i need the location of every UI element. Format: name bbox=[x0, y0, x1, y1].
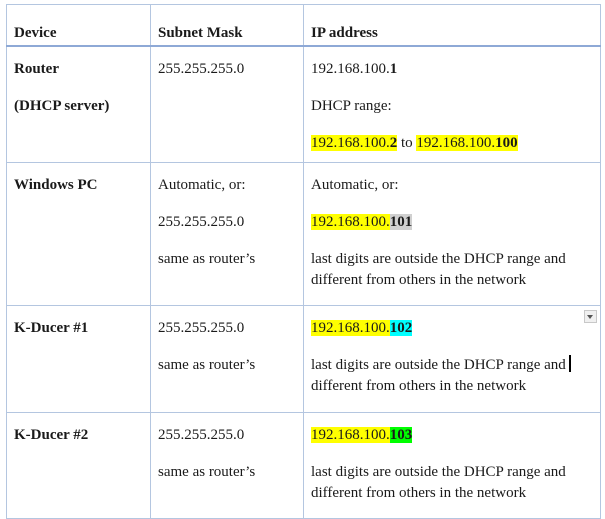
ip-suffix: 102 bbox=[389, 320, 413, 336]
subnet-cell[interactable]: 255.255.255.0 same as router’s bbox=[150, 412, 304, 519]
ip-prefix: 192.168.100. bbox=[311, 61, 390, 77]
subnet-note: same as router’s bbox=[158, 251, 256, 267]
table-header-row: Device Subnet Mask IP address bbox=[6, 4, 601, 47]
dhcp-range: 192.168.100.2 to 192.168.100.100 bbox=[311, 125, 593, 162]
device-name: Router bbox=[14, 61, 59, 77]
table-row-router: Router (DHCP server) 255.255.255.0 192.1… bbox=[6, 45, 601, 163]
header-subnet-mask[interactable]: Subnet Mask bbox=[150, 4, 304, 47]
ip-cell[interactable]: 192.168.100.1 DHCP range: 192.168.100.2 … bbox=[303, 45, 601, 163]
ip-auto-label: Automatic, or: bbox=[311, 177, 399, 193]
table-row-windows-pc: Windows PC Automatic, or: 255.255.255.0 … bbox=[6, 162, 601, 306]
ip-address: 192.168.100.1 bbox=[311, 51, 593, 88]
device-cell[interactable]: Windows PC bbox=[6, 162, 151, 306]
device-name: K-Ducer #2 bbox=[14, 427, 89, 443]
header-ip-address[interactable]: IP address bbox=[303, 4, 601, 47]
ip-address: 192.168.100.103 bbox=[311, 417, 593, 454]
range-to: to bbox=[401, 135, 413, 151]
ip-cell[interactable]: 192.168.100.102 last digits are outside … bbox=[303, 305, 601, 413]
ip-note: last digits are outside the DHCP range a… bbox=[311, 347, 593, 397]
network-config-table: Device Subnet Mask IP address Router (DH… bbox=[6, 4, 601, 519]
subnet-value: 255.255.255.0 bbox=[158, 61, 245, 77]
ip-prefix: 192.168.100. bbox=[311, 320, 390, 336]
ip-suffix: 1 bbox=[389, 61, 398, 77]
table-row-k-ducer-2: K-Ducer #2 255.255.255.0 same as router’… bbox=[6, 412, 601, 519]
ip-note: last digits are outside the DHCP range a… bbox=[311, 464, 566, 501]
table-row-k-ducer-1: K-Ducer #1 255.255.255.0 same as router’… bbox=[6, 305, 601, 413]
range-start: 192.168.100.2 bbox=[311, 135, 398, 151]
device-cell[interactable]: Router (DHCP server) bbox=[6, 45, 151, 163]
range-end: 192.168.100.100 bbox=[416, 135, 518, 151]
subnet-cell[interactable]: 255.255.255.0 same as router’s bbox=[150, 305, 304, 413]
subnet-auto-label: Automatic, or: bbox=[158, 177, 246, 193]
subnet-cell[interactable]: 255.255.255.0 bbox=[150, 45, 304, 163]
text-cursor bbox=[568, 355, 571, 372]
subnet-cell[interactable]: Automatic, or: 255.255.255.0 same as rou… bbox=[150, 162, 304, 306]
dhcp-range-label: DHCP range: bbox=[311, 98, 392, 114]
ip-address: 192.168.100.101 bbox=[311, 204, 593, 241]
dropdown-arrow-icon[interactable] bbox=[584, 310, 597, 323]
ip-prefix: 192.168.100. bbox=[311, 427, 390, 443]
ip-cell[interactable]: Automatic, or: 192.168.100.101 last digi… bbox=[303, 162, 601, 306]
subnet-value: 255.255.255.0 bbox=[158, 427, 245, 443]
subnet-note: same as router’s bbox=[158, 357, 256, 373]
device-role: (DHCP server) bbox=[14, 98, 110, 114]
ip-address: 192.168.100.102 bbox=[311, 310, 593, 347]
ip-note: last digits are outside the DHCP range a… bbox=[311, 251, 566, 288]
subnet-value: 255.255.255.0 bbox=[158, 214, 245, 230]
ip-suffix: 103 bbox=[389, 427, 413, 443]
header-device[interactable]: Device bbox=[6, 4, 151, 47]
device-cell[interactable]: K-Ducer #1 bbox=[6, 305, 151, 413]
ip-suffix: 101 bbox=[389, 214, 413, 230]
subnet-note: same as router’s bbox=[158, 464, 256, 480]
subnet-value: 255.255.255.0 bbox=[158, 320, 245, 336]
device-name: K-Ducer #1 bbox=[14, 320, 89, 336]
ip-cell[interactable]: 192.168.100.103 last digits are outside … bbox=[303, 412, 601, 519]
device-name: Windows PC bbox=[14, 177, 98, 193]
device-cell[interactable]: K-Ducer #2 bbox=[6, 412, 151, 519]
ip-prefix: 192.168.100. bbox=[311, 214, 390, 230]
